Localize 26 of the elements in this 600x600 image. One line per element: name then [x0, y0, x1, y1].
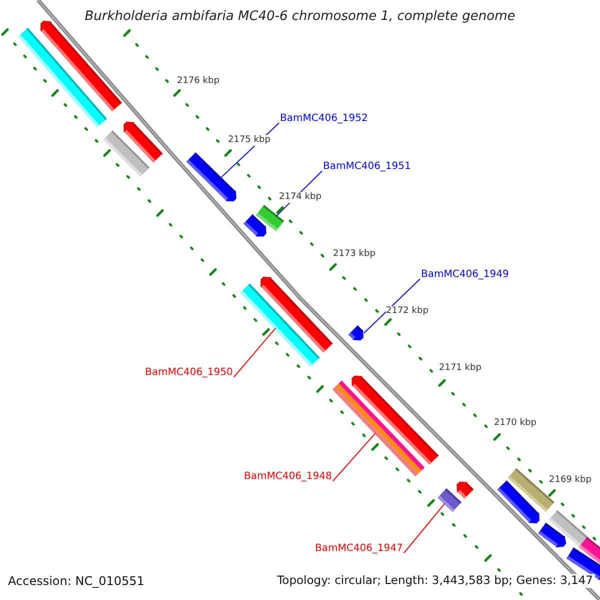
gene-label: BamMC406_1948: [244, 471, 332, 483]
scale-label: 2175 kbp: [228, 135, 270, 146]
summary-text: Topology: circular; Length: 3,443,583 bp; Genes: 3,147: [275, 574, 595, 588]
gene-feature: [332, 380, 425, 476]
scale-label: 2170 kbp: [494, 418, 536, 429]
leader-line: [332, 432, 376, 482]
gene-label: BamMC406_1950: [145, 367, 233, 379]
gene-label: BamMC406_1947: [315, 543, 403, 555]
gene-feature: [348, 325, 364, 340]
title: Burkholderia ambifaria MC40-6 chromosome 1, complete genome: [84, 9, 516, 25]
leader-line: [403, 502, 446, 554]
gene-feature: [256, 204, 284, 232]
gene-label: BamMC406_1949: [421, 269, 509, 281]
scale-label: 2171 kbp: [439, 363, 482, 374]
gene-feature: [438, 488, 462, 512]
scale-label: 2172 kbp: [386, 306, 428, 317]
leader-line: [233, 328, 276, 378]
scale-label: 2173 kbp: [333, 249, 376, 260]
scale-label: 2174 kbp: [279, 192, 322, 203]
gene-label: BamMC406_1951: [323, 161, 411, 173]
gene-feature: [186, 152, 236, 202]
scale-label: 2169 kbp: [549, 475, 592, 486]
accession-text: Accession: NC_010551: [8, 574, 144, 588]
leader-line: [363, 278, 420, 334]
scale-label: 2176 kbp: [177, 76, 220, 87]
gene-label: BamMC406_1952: [280, 113, 368, 125]
